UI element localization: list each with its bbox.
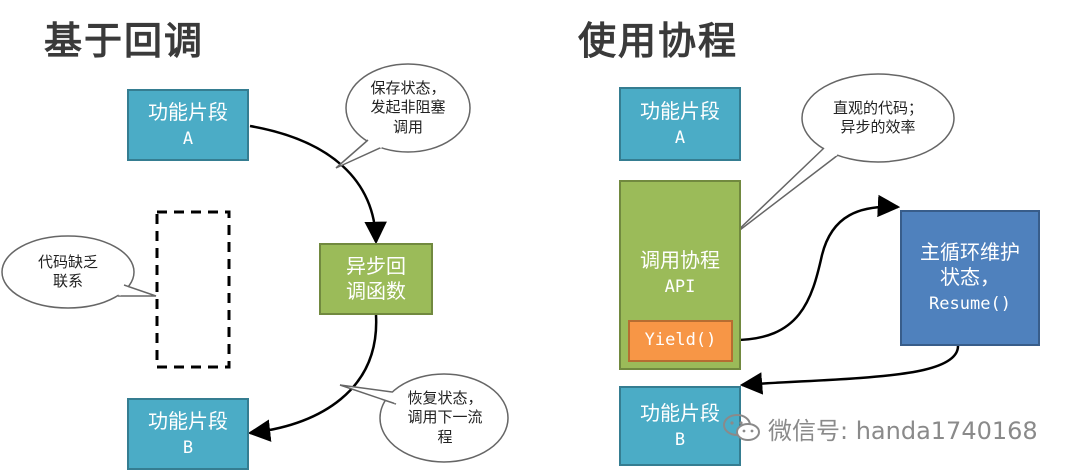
bubble-save-line1: 保存状态， bbox=[370, 78, 446, 97]
mainloop-line1: 主循环维护 bbox=[920, 240, 1020, 265]
coroutine-label: 调用协程 bbox=[640, 248, 720, 272]
left-box-a-label: 功能片段 bbox=[148, 99, 228, 124]
right-box-b-label: 功能片段 bbox=[640, 400, 720, 425]
left-box-a: 功能片段 A bbox=[127, 89, 249, 161]
bubble-missing-line1: 代码缺乏 bbox=[37, 252, 98, 271]
arrow-callback-to-b bbox=[247, 314, 378, 442]
bubble-save-shape bbox=[345, 63, 471, 153]
bubble-restore: 恢复状态， 调用下一流 程 bbox=[386, 378, 504, 458]
bubble-save-line3: 调用 bbox=[392, 117, 423, 136]
bubble-restore-line3: 程 bbox=[437, 427, 453, 446]
left-box-b-label: 功能片段 bbox=[148, 408, 228, 433]
watermark: 微信号: handa1740168 bbox=[722, 408, 1038, 448]
callback-line2: 调函数 bbox=[346, 279, 406, 303]
right-box-b-sub: B bbox=[674, 429, 686, 450]
bubble-restore-shape bbox=[379, 373, 509, 463]
wechat-icon bbox=[723, 414, 760, 441]
bubble-direct: 直观的代码； 异步的效率 bbox=[810, 90, 946, 146]
bubble-restore-line2: 调用下一流 bbox=[407, 408, 483, 427]
right-box-a-label: 功能片段 bbox=[640, 98, 720, 123]
yield-label: Yield() bbox=[644, 330, 717, 351]
bubble-save-line2: 发起非阻塞 bbox=[370, 98, 446, 117]
bubble-direct-line1: 直观的代码； bbox=[832, 98, 923, 117]
bubble-restore-line1: 恢复状态， bbox=[407, 388, 483, 407]
bubble-missing: 代码缺乏 联系 bbox=[8, 246, 128, 298]
bubble-missing-shape bbox=[1, 235, 135, 309]
callback-box: 异步回 调函数 bbox=[319, 243, 433, 315]
right-box-a: 功能片段 A bbox=[619, 87, 741, 161]
arrow-a-to-callback bbox=[249, 124, 387, 245]
bubble-direct-shape bbox=[801, 73, 955, 163]
missing-code-placeholder bbox=[155, 210, 231, 369]
right-box-b: 功能片段 B bbox=[619, 386, 741, 466]
right-title: 使用协程 bbox=[578, 19, 739, 63]
callback-line1: 异步回 bbox=[346, 254, 406, 278]
bubble-direct-line2: 异步的效率 bbox=[840, 118, 916, 136]
left-box-b-sub: B bbox=[182, 437, 194, 458]
left-box-a-sub: A bbox=[182, 128, 194, 149]
mainloop-line3: Resume() bbox=[929, 294, 1011, 315]
yield-box: Yield() bbox=[628, 320, 733, 362]
arrow-yield-to-mainloop bbox=[733, 194, 901, 342]
arrow-mainloop-to-b bbox=[739, 345, 960, 395]
coroutine-sub: API bbox=[664, 277, 696, 297]
bubble-missing-line2: 联系 bbox=[52, 272, 83, 290]
watermark-text: 微信号: handa1740168 bbox=[768, 416, 1038, 445]
bubble-save: 保存状态， 发起非阻塞 调用 bbox=[350, 68, 466, 148]
mainloop-box: 主循环维护 状态， Resume() bbox=[900, 210, 1040, 346]
right-box-a-sub: A bbox=[674, 127, 686, 148]
left-title: 基于回调 bbox=[44, 19, 205, 63]
left-box-b: 功能片段 B bbox=[127, 398, 249, 470]
mainloop-line2: 状态， bbox=[940, 265, 1000, 290]
